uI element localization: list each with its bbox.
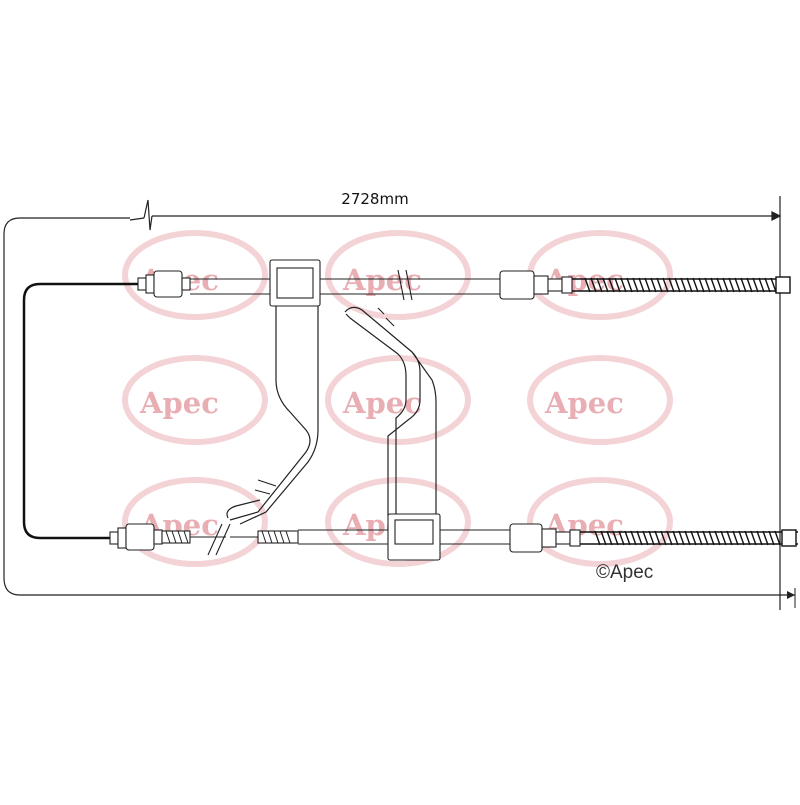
watermark-text: Apec — [544, 386, 624, 420]
bottom-thread-hatch — [165, 530, 291, 544]
length-dimension-label: 2728mm — [341, 190, 409, 208]
top-cable-assembly — [137, 259, 573, 307]
top-spring — [572, 276, 791, 294]
watermark-text: Apec — [342, 263, 422, 297]
top-bracket-leg — [229, 306, 319, 525]
watermark-logo: Apec — [325, 230, 471, 320]
dimension-line — [129, 196, 782, 610]
watermark-text: Apec — [139, 386, 219, 420]
watermark-logo: Apec — [122, 355, 268, 445]
watermark-group: Apec Apec Apec Apec Apec Apec Apec Apec — [122, 230, 673, 567]
watermark-logo: Apec — [122, 477, 268, 567]
bottom-spring — [580, 529, 798, 547]
watermark-logo: Apec — [527, 230, 673, 320]
watermark-logo: Apec — [527, 477, 673, 567]
bottom-cable-assembly — [109, 513, 581, 561]
loop-cable — [22, 282, 140, 540]
outer-frame — [3, 217, 795, 596]
middle-bracket-leg — [344, 306, 437, 516]
copyright-text: ©Apec — [596, 562, 654, 583]
watermark-logo: Apec — [527, 355, 673, 445]
frame-arrow-icon — [787, 591, 795, 599]
watermark-text: Apec — [342, 386, 422, 420]
watermark-logo: Apec — [325, 355, 471, 445]
watermark-logo: Apec — [325, 477, 471, 567]
